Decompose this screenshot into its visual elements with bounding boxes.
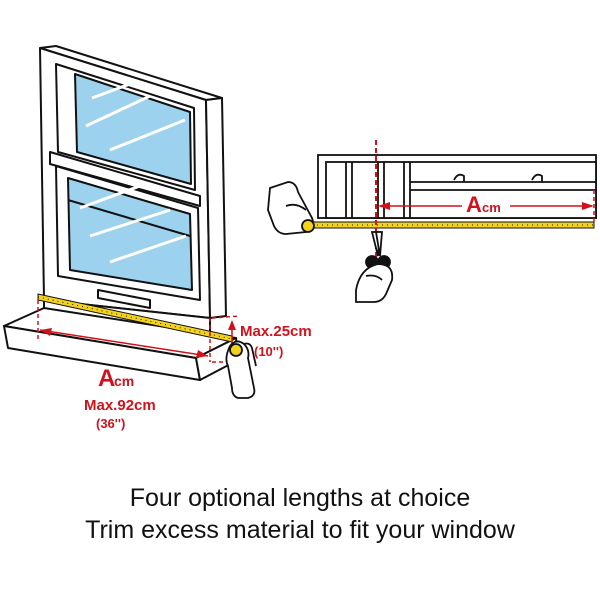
width-label: A cm Max.92cm (36'') — [84, 365, 156, 431]
caption-line-1: Four optional lengths at choice — [129, 484, 471, 512]
sash-lock — [97, 289, 151, 309]
lower-glass — [67, 177, 193, 291]
hand-with-scissors-icon — [355, 231, 394, 303]
height-max-in: (10'') — [254, 344, 283, 359]
upper-glass — [74, 73, 192, 185]
width-max-cm: Max.92cm — [84, 397, 156, 414]
width-letter: A — [98, 365, 115, 392]
hand-holding-tape-end-icon — [225, 340, 257, 399]
detail-letter: A — [466, 192, 482, 217]
detail-width-label: A cm — [466, 192, 501, 217]
hand-holding-tape-icon — [267, 181, 315, 235]
height-label: Max.25cm (10'') — [240, 323, 312, 359]
width-max-in: (36'') — [96, 416, 125, 431]
width-unit: cm — [114, 373, 134, 389]
detail-label-bg — [462, 192, 510, 214]
width-guide — [37, 300, 211, 362]
window-track-detail — [317, 154, 597, 219]
caption-line-2: Trim excess material to fit your window — [85, 516, 515, 544]
height-max-cm: Max.25cm — [240, 323, 312, 340]
measuring-tape-right — [311, 221, 595, 229]
detail-unit: cm — [482, 200, 501, 215]
